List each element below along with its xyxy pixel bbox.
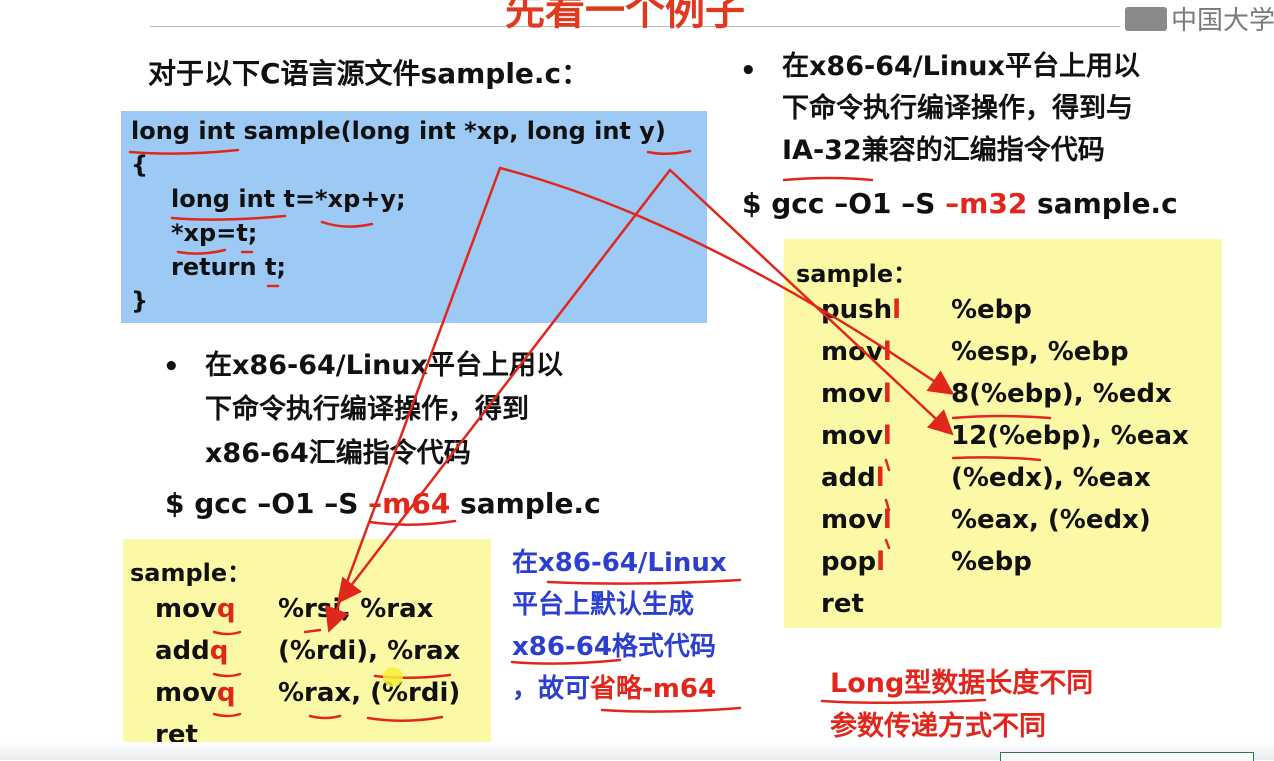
asm-operands: %rax, (%rdi) xyxy=(278,678,461,708)
default-note-line: 在x86-64/Linux xyxy=(512,548,727,578)
left-bullet-line: 下命令执行编译操作，得到 xyxy=(205,394,529,425)
asm-operands: (%edx), %eax xyxy=(951,463,1151,493)
underline-mark xyxy=(212,712,242,718)
asm-label: sample： xyxy=(130,559,252,587)
left-command: $ gcc –O1 –S –m64 sample.c xyxy=(165,486,601,521)
underline-mark xyxy=(820,698,987,705)
underline-mark xyxy=(366,715,444,723)
ia32-asm-box: sample： pushl %ebp movl %esp, %ebp movl … xyxy=(784,239,1222,628)
underline-mark xyxy=(308,714,342,720)
underline-mark xyxy=(646,149,692,155)
underline-mark xyxy=(782,176,874,182)
x86-64-asm-box: sample： movq %rsi, %rax addq (%rdi), %ra… xyxy=(123,539,491,760)
annotation-arrow xyxy=(336,168,672,604)
command-file: sample.c xyxy=(1027,187,1178,220)
asm-opcode: movl xyxy=(821,379,892,409)
asm-opcode: movl xyxy=(821,421,892,451)
underline-mark xyxy=(884,458,891,472)
code-line: } xyxy=(131,287,149,315)
left-bullet-line: 在x86-64/Linux平台上用以 xyxy=(205,350,563,381)
default-note-line: 平台上默认生成 xyxy=(512,590,695,620)
slide-title: 先看一个例子 xyxy=(505,0,745,34)
code-line: long int t=*xp+y; xyxy=(171,185,406,213)
asm-opcode: movl xyxy=(821,505,892,535)
asm-opcode: addq xyxy=(155,636,229,666)
underline-mark xyxy=(884,538,891,550)
command-prefix: $ gcc –O1 –S xyxy=(165,487,369,520)
default-note-line: x86-64格式代码 xyxy=(512,632,716,662)
asm-operands: %eax, (%edx) xyxy=(951,505,1151,535)
code-line: return t; xyxy=(171,253,287,281)
mooc-logo-icon xyxy=(1125,6,1167,31)
logo-text: 中国大学 xyxy=(1171,6,1274,36)
underline-mark xyxy=(170,214,287,221)
command-file: sample.c xyxy=(450,487,601,520)
right-bullet-line: 下命令执行编译操作，得到与 xyxy=(782,93,1133,124)
annotation-arrow xyxy=(325,166,502,633)
underline-mark xyxy=(600,706,742,713)
c-source-code-box: long int sample(long int *xp, long int y… xyxy=(121,111,707,323)
underline-mark xyxy=(951,456,1042,462)
asm-operands: 8(%ebp), %edx xyxy=(951,379,1172,409)
underline-mark xyxy=(951,414,1052,420)
underline-mark xyxy=(176,248,227,255)
command-prefix: $ gcc –O1 –S xyxy=(742,187,946,220)
difference-note: Long型数据长度不同 xyxy=(830,668,1094,699)
underline-mark xyxy=(212,630,242,636)
difference-note: 参数传递方式不同 xyxy=(830,711,1046,742)
code-line: { xyxy=(131,151,149,179)
asm-opcode: popl xyxy=(821,547,886,577)
right-bullet-line: IA-32兼容的汇编指令代码 xyxy=(782,135,1105,166)
code-line: *xp=t; xyxy=(171,219,258,247)
underline-mark xyxy=(510,658,622,665)
asm-operands: 12(%ebp), %eax xyxy=(951,421,1189,451)
asm-operands: %ebp xyxy=(951,547,1032,577)
underline-mark xyxy=(884,498,891,512)
bullet-dot: • xyxy=(740,56,757,86)
right-bullet-line: 在x86-64/Linux平台上用以 xyxy=(782,51,1140,82)
annotation-arrow xyxy=(668,168,954,436)
asm-opcode: addl xyxy=(821,463,885,493)
default-note-line: ，故可省略-m64 xyxy=(512,674,717,704)
underline-mark xyxy=(212,672,242,678)
bullet-dot: • xyxy=(163,352,180,382)
asm-opcode: movq xyxy=(155,678,236,708)
asm-operands: %esp, %ebp xyxy=(951,337,1129,367)
asm-operands: (%rdi), %rax xyxy=(278,636,461,666)
underline-mark xyxy=(303,628,322,634)
annotation-arrow xyxy=(498,166,955,395)
command-flag: –m32 xyxy=(945,187,1028,220)
underline-mark xyxy=(128,148,240,155)
underline-mark xyxy=(368,519,457,526)
asm-operands: %ebp xyxy=(951,295,1032,325)
mooc-logo: 中国大学 xyxy=(1125,0,1274,37)
underline-mark xyxy=(373,673,452,680)
code-line: long int sample(long int *xp, long int y… xyxy=(131,117,666,145)
video-bottom-bar xyxy=(0,742,1274,760)
intro-text: 对于以下C语言源文件sample.c： xyxy=(148,57,590,90)
asm-label: sample： xyxy=(796,260,918,288)
command-flag: –m64 xyxy=(368,487,451,520)
cursor-highlight xyxy=(383,667,403,687)
title-divider xyxy=(150,26,1120,27)
asm-opcode: pushl xyxy=(821,295,902,325)
underline-mark xyxy=(320,220,374,228)
asm-opcode: movq xyxy=(155,594,236,624)
underline-mark xyxy=(546,578,742,585)
asm-opcode: ret xyxy=(821,589,864,619)
left-bullet-line: x86-64汇编指令代码 xyxy=(205,438,471,469)
player-control-tab[interactable] xyxy=(1000,752,1254,761)
right-command: $ gcc –O1 –S –m32 sample.c xyxy=(742,186,1178,221)
